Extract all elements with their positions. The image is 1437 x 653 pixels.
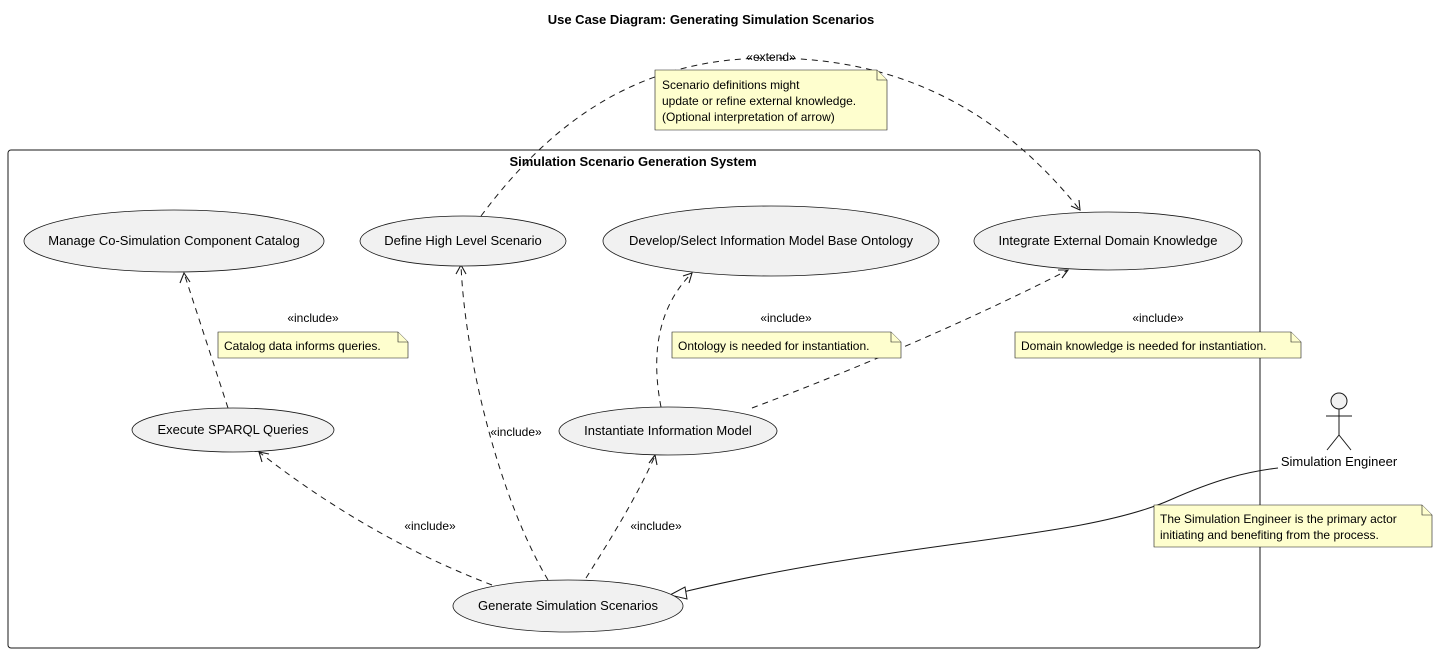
extend-relation-line xyxy=(480,57,1081,217)
use-case-integrate-label: Integrate External Domain Knowledge xyxy=(999,233,1218,248)
note-actor-line-2: initiating and benefiting from the proce… xyxy=(1160,528,1379,542)
include-sparql-catalog-arrow-head xyxy=(179,271,191,284)
note-actor: The Simulation Engineer is the primary a… xyxy=(1153,504,1433,548)
diagram-title: Use Case Diagram: Generating Simulation … xyxy=(548,12,875,27)
use-case-instantiate[interactable]: Instantiate Information Model xyxy=(558,406,778,456)
include-instantiate-integrate-line xyxy=(751,269,1069,409)
actor-simulation-engineer[interactable]: Simulation Engineer xyxy=(1281,392,1398,469)
system-boundary-title: Simulation Scenario Generation System xyxy=(509,154,756,169)
note-actor-line-1: The Simulation Engineer is the primary a… xyxy=(1160,512,1397,526)
use-case-ontology-label: Develop/Select Information Model Base On… xyxy=(629,233,913,248)
include-label-instantiate: «include» xyxy=(630,519,682,533)
actor-name: Simulation Engineer xyxy=(1281,454,1398,469)
use-case-integrate[interactable]: Integrate External Domain Knowledge xyxy=(973,211,1243,271)
include-label-ontology: «include» xyxy=(760,311,812,325)
note-catalog-text: Catalog data informs queries. xyxy=(224,339,381,353)
use-case-generate-label: Generate Simulation Scenarios xyxy=(478,598,658,613)
include-label-integrate: «include» xyxy=(1132,311,1184,325)
note-extend-line-1: Scenario definitions might xyxy=(662,78,800,92)
use-case-generate[interactable]: Generate Simulation Scenarios xyxy=(452,579,684,633)
note-ontology: Ontology is needed for instantiation. xyxy=(671,331,902,359)
note-catalog: Catalog data informs queries. xyxy=(217,331,409,359)
extend-label: «extend» xyxy=(746,50,796,64)
use-case-catalog[interactable]: Manage Co-Simulation Component Catalog xyxy=(23,209,325,273)
actor-association-line xyxy=(682,467,1279,593)
include-label-sparql: «include» xyxy=(404,519,456,533)
include-generate-sparql-line xyxy=(258,451,493,586)
actor-icon xyxy=(1326,392,1352,451)
extend-arrow-head xyxy=(1070,199,1081,211)
include-label-define: «include» xyxy=(490,425,542,439)
note-domain-text: Domain knowledge is needed for instantia… xyxy=(1021,339,1266,353)
include-sparql-catalog-line xyxy=(183,272,229,409)
use-case-catalog-label: Manage Co-Simulation Component Catalog xyxy=(48,233,299,248)
note-extend-line-2: update or refine external knowledge. xyxy=(662,94,856,108)
use-case-define[interactable]: Define High Level Scenario xyxy=(359,215,567,267)
system-boundary xyxy=(7,149,1261,649)
use-case-ontology[interactable]: Develop/Select Information Model Base On… xyxy=(602,205,940,277)
use-case-sparql-label: Execute SPARQL Queries xyxy=(157,422,309,437)
include-instantiate-ontology-arrow-head xyxy=(682,272,693,284)
include-generate-define-line xyxy=(460,264,549,581)
include-generate-sparql-arrow-head xyxy=(258,451,270,463)
use-case-instantiate-label: Instantiate Information Model xyxy=(584,423,752,438)
note-extend: Scenario definitions might update or ref… xyxy=(654,69,888,131)
note-ontology-text: Ontology is needed for instantiation. xyxy=(678,339,869,353)
include-instantiate-integrate-arrow-head xyxy=(1058,269,1070,279)
include-label-catalog: «include» xyxy=(287,311,339,325)
use-case-sparql[interactable]: Execute SPARQL Queries xyxy=(131,407,335,453)
include-generate-instantiate-line xyxy=(585,455,656,579)
note-extend-line-3: (Optional interpretation of arrow) xyxy=(662,110,835,124)
note-domain: Domain knowledge is needed for instantia… xyxy=(1014,331,1302,359)
use-case-define-label: Define High Level Scenario xyxy=(384,233,542,248)
